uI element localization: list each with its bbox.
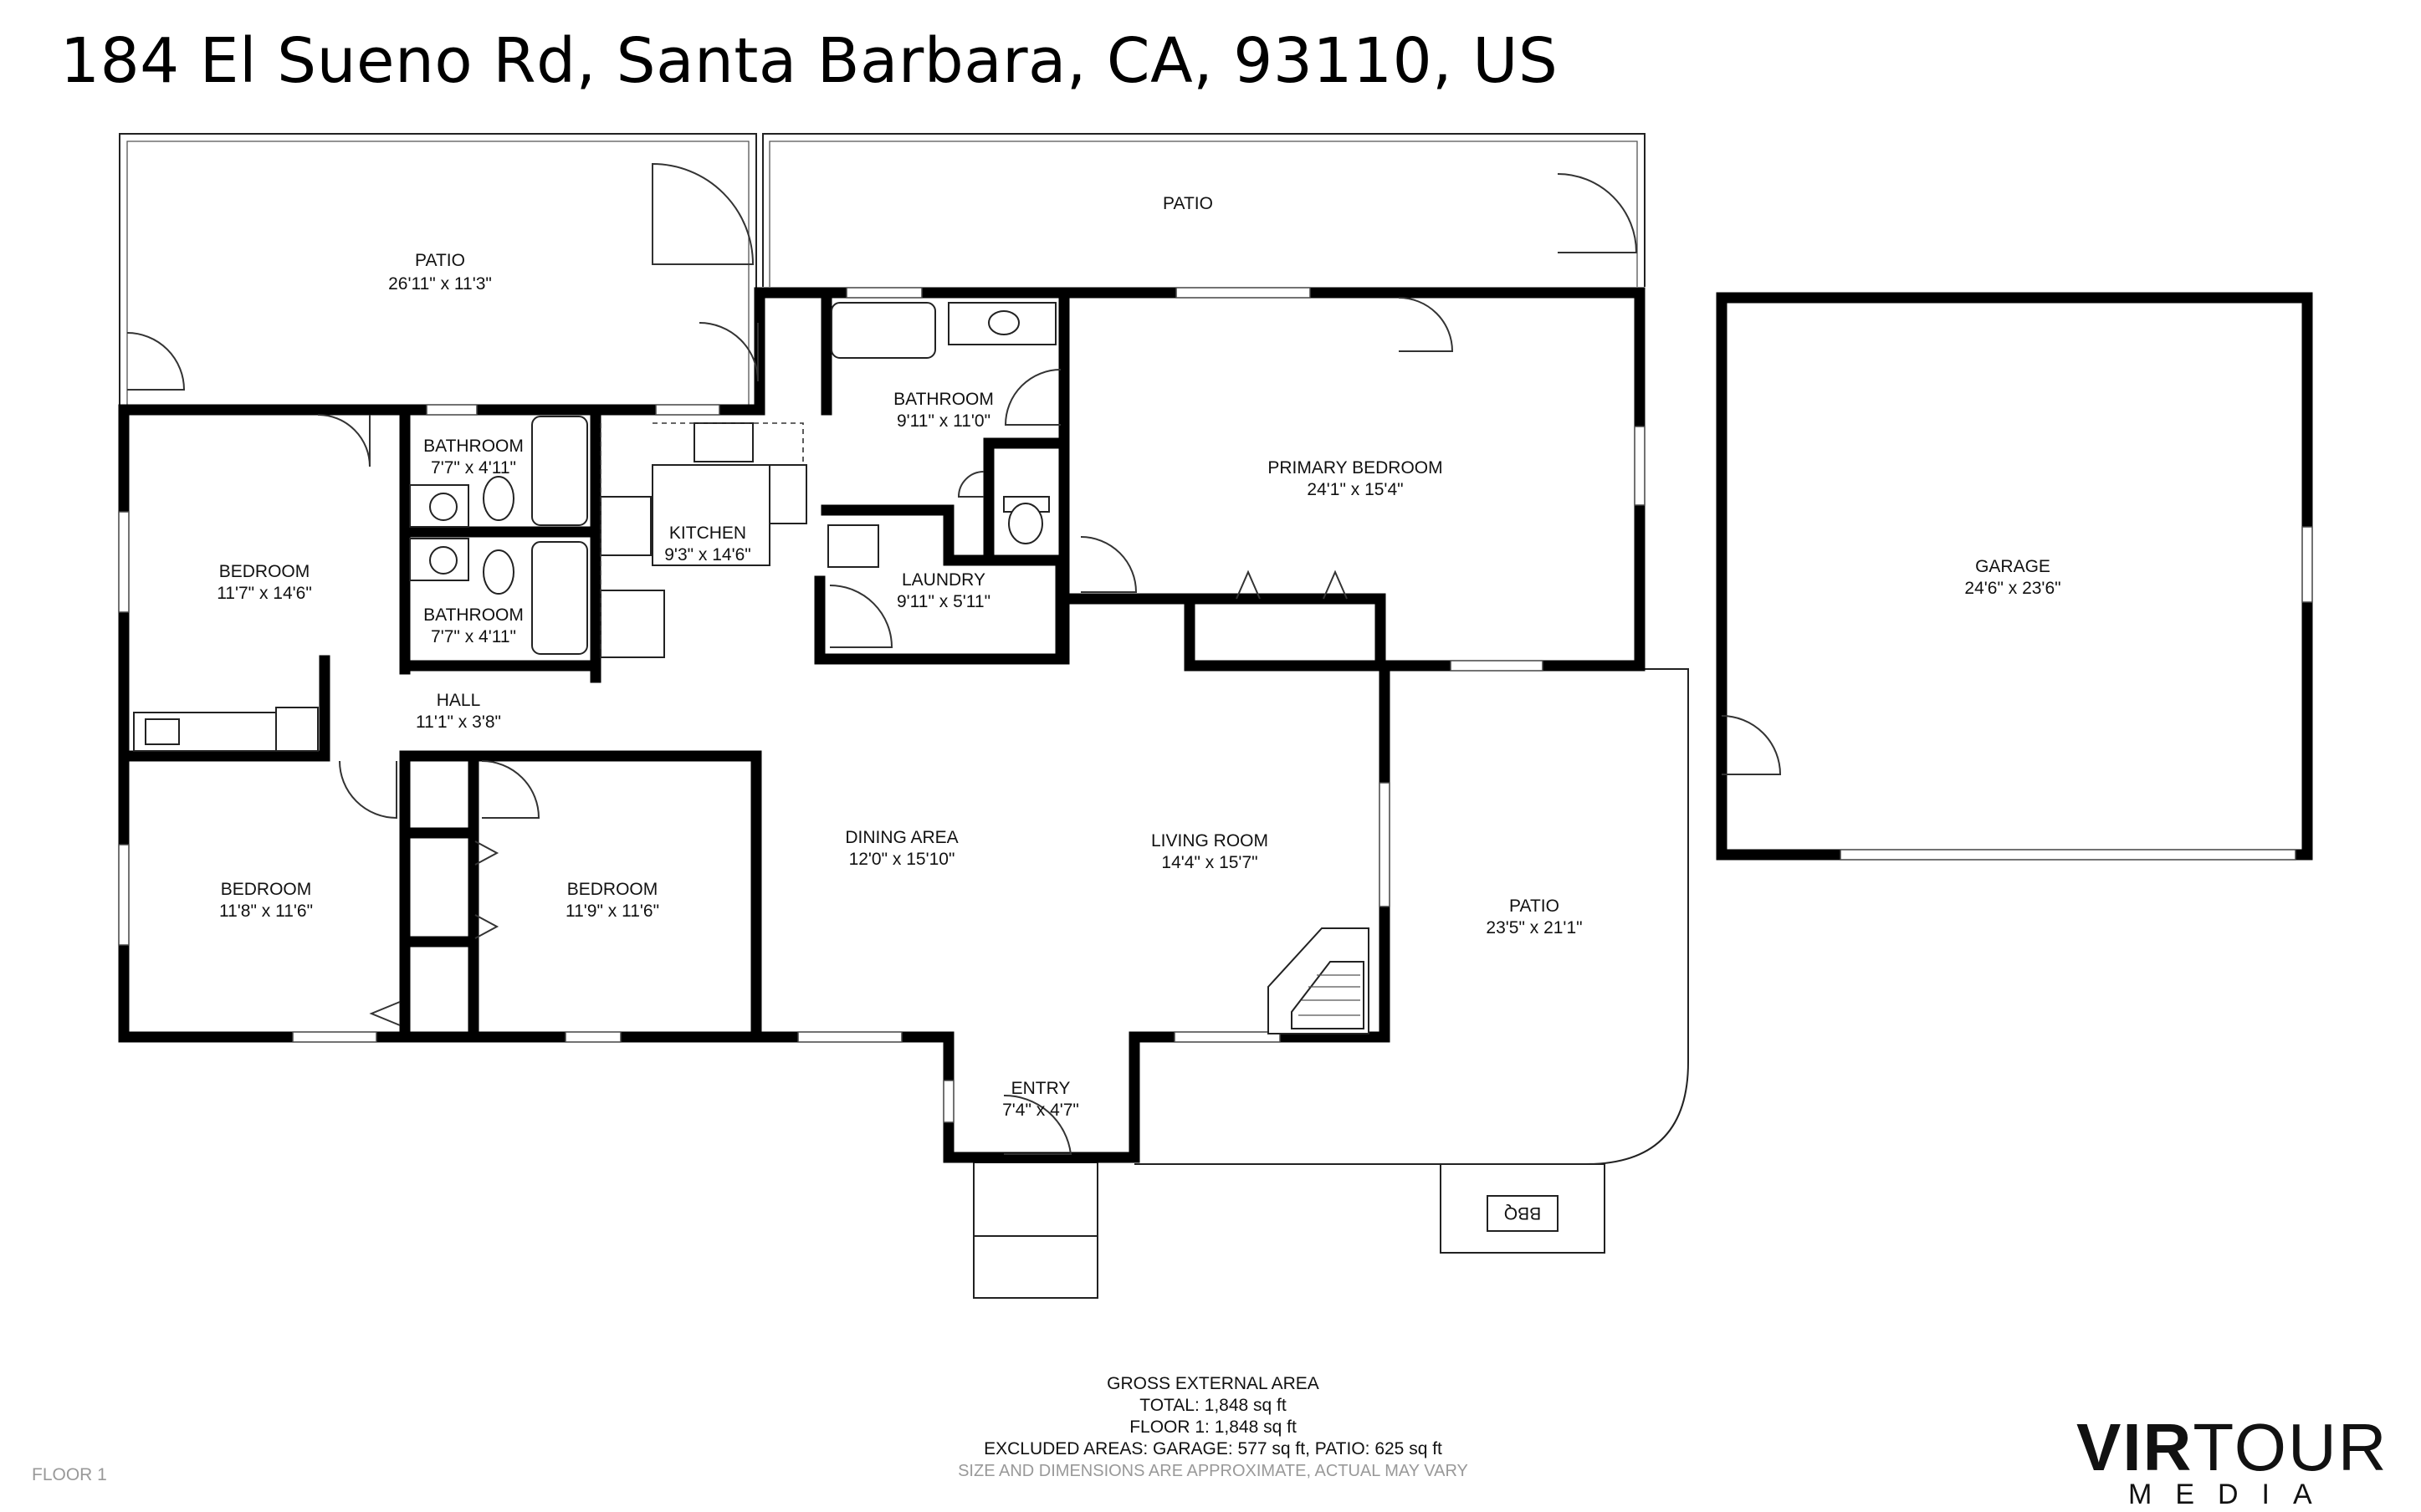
room-dims-living-room: 14'4" x 15'7" [1161, 853, 1257, 872]
room-dims-bathroom-lower: 7'7" x 4'11" [431, 627, 516, 646]
room-name-bathroom-upper: BATHROOM [423, 437, 524, 456]
room-dims-bedroom-south-middle: 11'9" x 11'6" [566, 902, 659, 921]
room-labels: PATIO 26'11" x 11'3" PATIO BATHROOM 9'11… [217, 194, 2060, 1223]
room-dims-laundry: 9'11" x 5'11" [897, 592, 990, 611]
windows [118, 287, 1646, 1123]
room-name-primary-bedroom: PRIMARY BEDROOM [1267, 458, 1442, 478]
room-dims-patio-south: 23'5" x 21'1" [1486, 918, 1582, 937]
room-dims-bathroom-upper: 7'7" x 4'11" [431, 458, 516, 478]
room-name-hall: HALL [437, 691, 481, 710]
room-dims-patio-north-west: 26'11" x 11'3" [388, 274, 492, 294]
property-address: 184 El Sueno Rd, Santa Barbara, CA, 9311… [60, 25, 1559, 97]
room-name-kitchen: KITCHEN [669, 524, 746, 543]
room-dims-entry: 7'4" x 4'7" [1002, 1101, 1079, 1120]
area-disclaimer: SIZE AND DIMENSIONS ARE APPROXIMATE, ACT… [958, 1462, 1468, 1480]
walls [118, 287, 1646, 1163]
room-name-dining-area: DINING AREA [845, 828, 958, 847]
fixtures [133, 302, 1559, 1232]
area-excluded: EXCLUDED AREAS: GARAGE: 577 sq ft, PATIO… [984, 1439, 1442, 1458]
room-dims-bedroom-south-west: 11'8" x 11'6" [219, 902, 313, 921]
floor-plan: PATIO 26'11" x 11'3" PATIO BATHROOM 9'11… [118, 133, 2313, 1299]
room-dims-primary-bedroom: 24'1" x 15'4" [1307, 480, 1403, 499]
brand-logo: VIRTOUR MEDIA [2076, 1413, 2411, 1511]
room-dims-dining-area: 12'0" x 15'10" [849, 850, 955, 869]
room-name-patio-north-east: PATIO [1163, 194, 1213, 213]
room-name-bedroom-south-middle: BEDROOM [567, 880, 658, 899]
logo-word-bold: VIR [2076, 1410, 2193, 1484]
room-dims-garage: 24'6" x 23'6" [1964, 579, 2060, 598]
logo-word-light: TOUR [2193, 1410, 2388, 1484]
room-name-bedroom-north-west: BEDROOM [219, 562, 310, 581]
logo-subword: MEDIA [2128, 1479, 2336, 1510]
room-name-patio-north-west: PATIO [415, 251, 465, 270]
room-name-bathroom-lower: BATHROOM [423, 605, 524, 625]
room-dims-hall: 11'1" x 3'8" [416, 713, 501, 732]
room-dims-bathroom-north: 9'11" x 11'0" [897, 411, 990, 431]
area-total: TOTAL: 1,848 sq ft [1139, 1396, 1287, 1415]
room-dims-kitchen: 9'3" x 14'6" [664, 545, 751, 564]
floor-label: FLOOR 1 [32, 1465, 107, 1484]
garage-walls [1716, 292, 2313, 861]
room-name-laundry: LAUNDRY [902, 570, 985, 590]
room-name-entry: ENTRY [1011, 1079, 1071, 1098]
area-heading: GROSS EXTERNAL AREA [1107, 1374, 1319, 1393]
room-name-living-room: LIVING ROOM [1151, 831, 1268, 850]
area-summary: GROSS EXTERNAL AREA TOTAL: 1,848 sq ft F… [853, 1373, 1573, 1482]
room-dims-bedroom-north-west: 11'7" x 14'6" [217, 584, 312, 603]
room-name-bedroom-south-west: BEDROOM [221, 880, 312, 899]
doors [126, 162, 1638, 1155]
logo-wordmark: VIRTOUR [2076, 1413, 2388, 1482]
area-floor1: FLOOR 1: 1,848 sq ft [1129, 1418, 1297, 1437]
room-name-patio-south: PATIO [1509, 896, 1559, 916]
room-name-bathroom-north: BATHROOM [893, 390, 994, 409]
room-name-garage: GARAGE [1975, 557, 2050, 576]
bbq-label: BBQ [1504, 1203, 1541, 1223]
